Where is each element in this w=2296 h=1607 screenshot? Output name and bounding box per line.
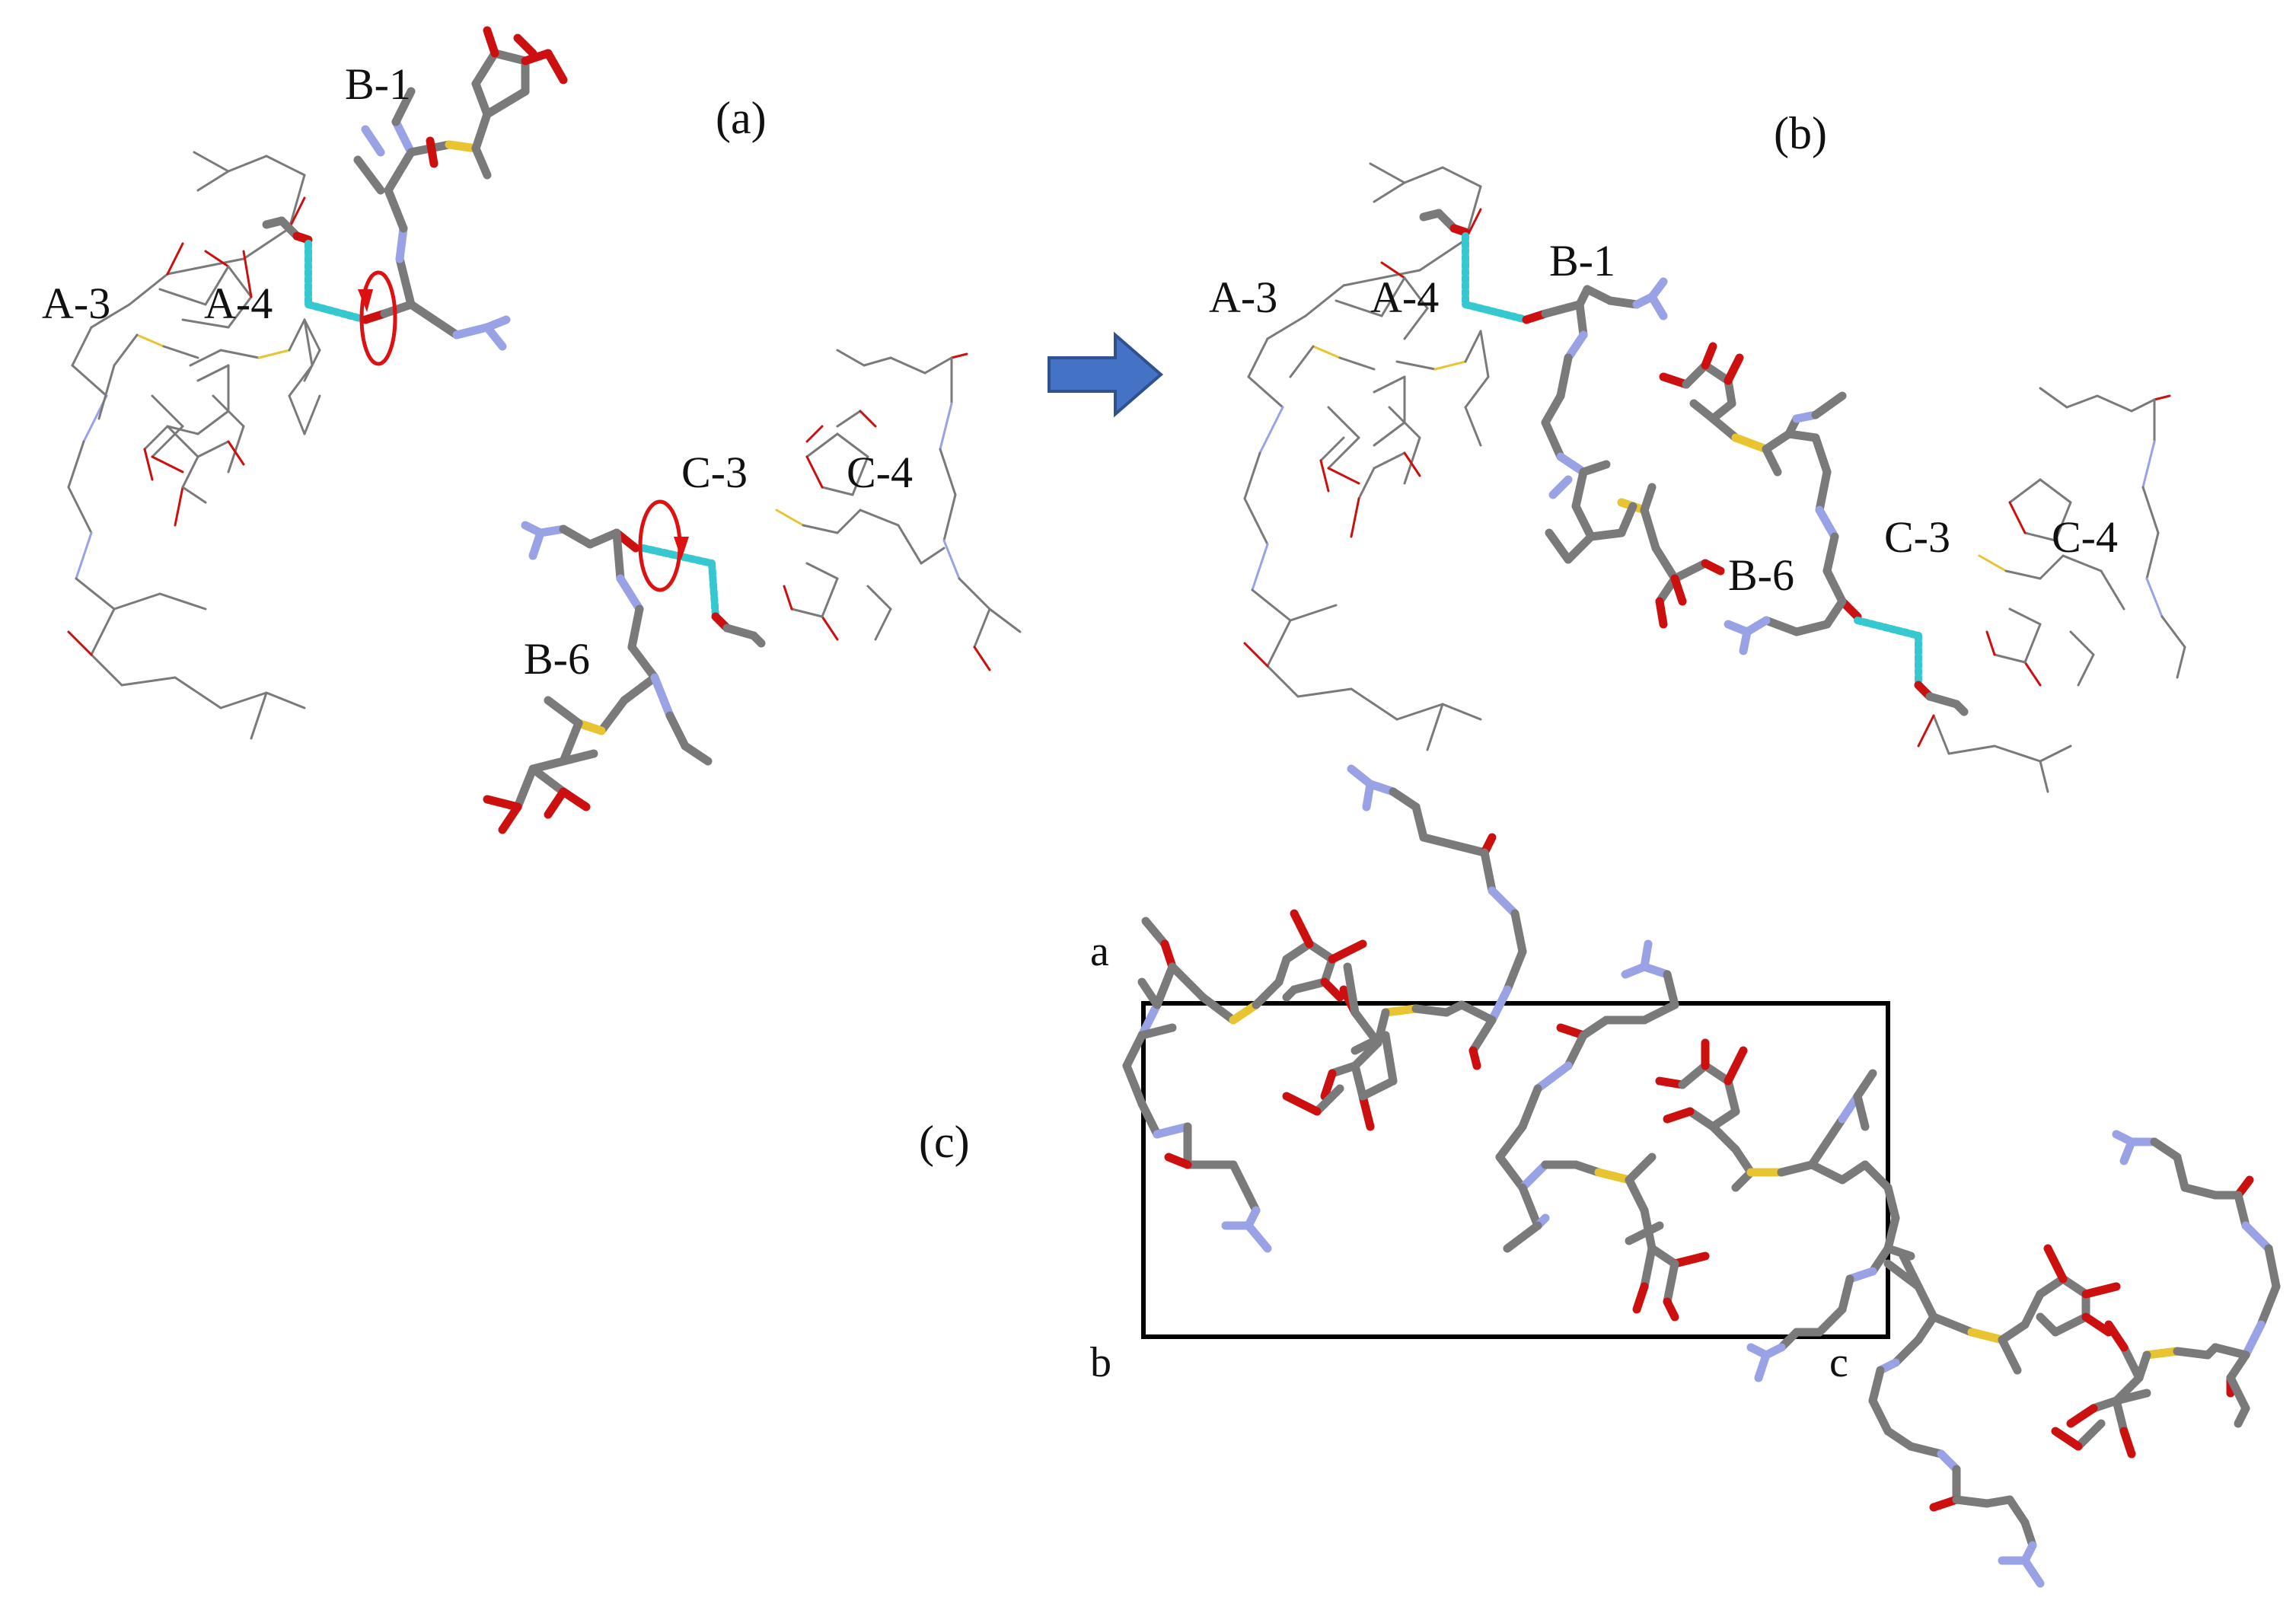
panel-a-label: (a): [716, 93, 767, 143]
molecule-b-left-cluster: [1243, 162, 1490, 751]
residue-label: C-3: [1884, 512, 1950, 562]
panel-c: (c) a b c: [919, 764, 2281, 1588]
molecule-b6-strand: [483, 521, 766, 834]
panel-b-label: (b): [1774, 108, 1827, 158]
rotation-arrow-icon: [638, 499, 689, 592]
residue-label: C-3: [681, 448, 748, 497]
packing-molecule-6: [2051, 1130, 2281, 1459]
residue-label: B-1: [345, 59, 411, 109]
molecule-b1-strand: [262, 26, 568, 351]
residue-label: C-4: [847, 448, 913, 497]
transition-arrow-icon: [1048, 331, 1164, 418]
packing-molecule-2: [1122, 909, 1367, 1253]
residue-label: A-4: [204, 279, 273, 328]
molecule-a-left-cluster: [67, 151, 321, 740]
residue-label: A-4: [1370, 273, 1439, 322]
packing-molecule-4: [1655, 1038, 1915, 1382]
molecule-c-right-cluster: [775, 349, 1022, 671]
residue-label: A-3: [1209, 273, 1277, 322]
packing-molecule-1: [1282, 764, 1527, 1131]
axis-label-b: b: [1090, 1339, 1111, 1386]
unit-cell-box: [1141, 1001, 1890, 1339]
molecule-b-right-cluster: [1917, 387, 2186, 793]
residue-label: C-4: [2052, 512, 2118, 562]
molecule-b-chain: [1419, 209, 1969, 716]
packing-molecule-5: [1868, 1244, 2121, 1588]
panel-b: (b): [1209, 108, 2186, 793]
residue-label: B-6: [1728, 550, 1794, 600]
axis-label-c: c: [1829, 1339, 1848, 1386]
residue-label: B-6: [524, 634, 590, 684]
rotation-arrow-icon: [358, 270, 397, 366]
residue-label: B-1: [1549, 236, 1615, 285]
residue-label: A-3: [42, 279, 110, 328]
packing-molecule-3: [1495, 939, 1710, 1322]
panel-a: (a): [42, 26, 1022, 834]
axis-label-a: a: [1090, 928, 1109, 975]
panel-c-label: (c): [919, 1117, 970, 1167]
